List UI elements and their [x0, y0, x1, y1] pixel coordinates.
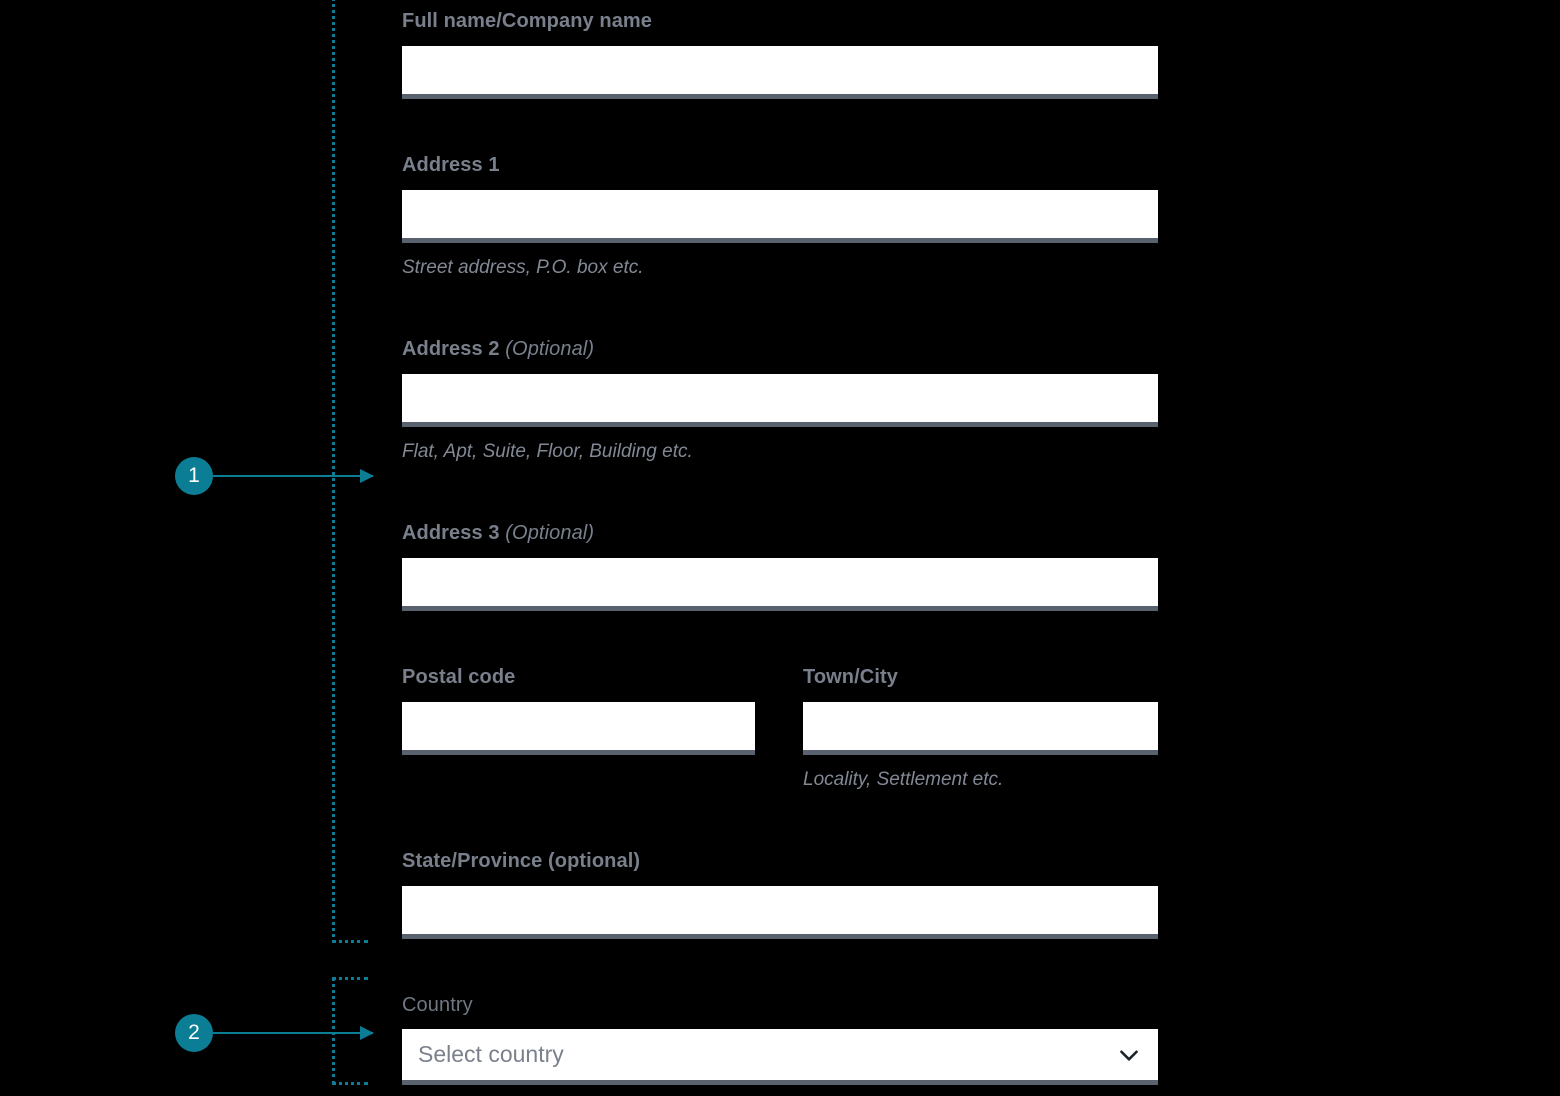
- postal-code-label: Postal code: [402, 666, 516, 688]
- full-name-label: Full name/Company name: [402, 10, 653, 32]
- field-town-city: Town/City Locality, Settlement etc.: [803, 666, 1158, 791]
- callout-2-number: 2: [175, 1014, 213, 1052]
- field-postal-code: Postal code: [402, 666, 755, 755]
- address-1-hint: Street address, P.O. box etc.: [402, 257, 644, 278]
- full-name-input[interactable]: [402, 46, 1158, 99]
- address-1-input[interactable]: [402, 190, 1158, 243]
- field-country: Country Select country: [402, 994, 1158, 1085]
- callout-2-arrow: [213, 1026, 374, 1040]
- town-city-input[interactable]: [803, 702, 1158, 755]
- chevron-down-icon: [1116, 1042, 1142, 1068]
- callout-1-number: 1: [175, 457, 213, 495]
- address-3-label-text: Address 3: [402, 522, 500, 544]
- address-2-optional-tag: (Optional): [505, 338, 595, 360]
- country-label: Country: [402, 994, 473, 1016]
- address-3-optional-tag: (Optional): [505, 522, 595, 544]
- field-address-1: Address 1 Street address, P.O. box etc.: [402, 154, 1158, 279]
- state-province-optional-tag: (optional): [548, 850, 641, 872]
- address-1-label: Address 1: [402, 154, 500, 176]
- field-full-name: Full name/Company name: [402, 10, 1158, 99]
- field-address-2: Address 2 (Optional) Flat, Apt, Suite, F…: [402, 338, 1158, 463]
- state-province-label-text: State/Province: [402, 850, 543, 872]
- country-select-placeholder: Select country: [418, 1041, 564, 1067]
- callout-1-arrow: [213, 469, 374, 483]
- country-select[interactable]: Select country: [402, 1029, 1158, 1085]
- address-3-label: Address 3 (Optional): [402, 522, 1158, 545]
- town-city-hint: Locality, Settlement etc.: [803, 769, 1004, 790]
- address-2-label: Address 2 (Optional): [402, 338, 1158, 361]
- callout-2: 2: [175, 1013, 374, 1053]
- field-state-province: State/Province (optional): [402, 850, 1158, 939]
- field-address-3: Address 3 (Optional): [402, 522, 1158, 611]
- address-2-hint: Flat, Apt, Suite, Floor, Building etc.: [402, 441, 693, 462]
- address-2-label-text: Address 2: [402, 338, 500, 360]
- address-3-input[interactable]: [402, 558, 1158, 611]
- state-province-input[interactable]: [402, 886, 1158, 939]
- state-province-label: State/Province (optional): [402, 850, 1158, 873]
- town-city-label: Town/City: [803, 666, 898, 688]
- postal-code-input[interactable]: [402, 702, 755, 755]
- callout-1: 1: [175, 456, 374, 496]
- address-2-input[interactable]: [402, 374, 1158, 427]
